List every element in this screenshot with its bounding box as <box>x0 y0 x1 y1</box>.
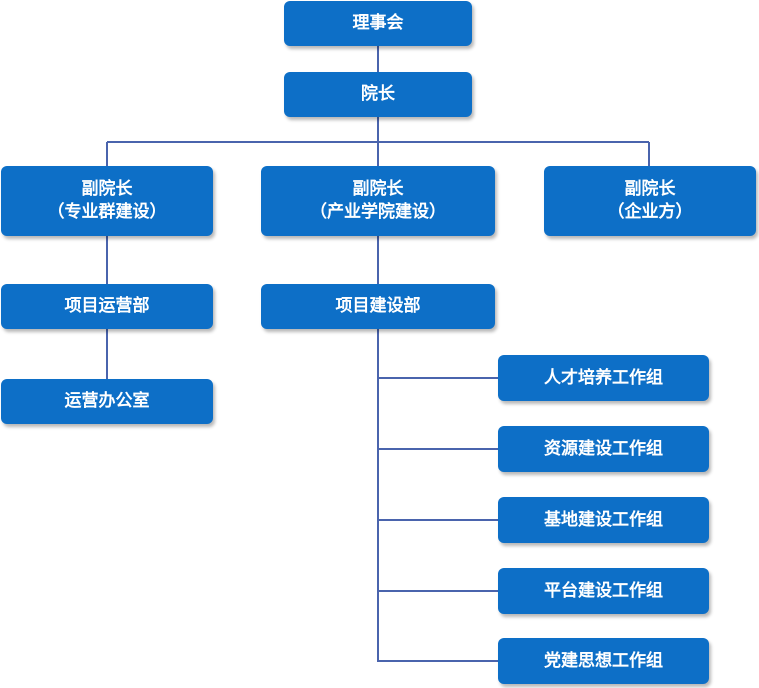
ops-office-node: 运营办公室 <box>1 379 213 424</box>
resource-group-node: 资源建设工作组 <box>498 426 709 472</box>
resource-group-label: 资源建设工作组 <box>544 438 663 459</box>
platform-group-label: 平台建设工作组 <box>544 580 663 601</box>
vp-major-node: 副院长 （专业群建设） <box>1 166 213 236</box>
vp-college-title: 副院长 <box>352 179 404 199</box>
platform-group-node: 平台建设工作组 <box>498 568 709 614</box>
party-group-node: 党建思想工作组 <box>498 638 709 684</box>
project-build-node: 项目建设部 <box>261 284 495 329</box>
vp-college-subtitle: （产业学院建设） <box>310 202 446 222</box>
board-node: 理事会 <box>284 1 472 46</box>
board-label: 理事会 <box>352 13 404 33</box>
vp-college-node: 副院长 （产业学院建设） <box>261 166 495 236</box>
vp-enterprise-subtitle: （企业方） <box>607 202 693 222</box>
base-group-node: 基地建设工作组 <box>498 497 709 543</box>
project-build-label: 项目建设部 <box>335 296 421 316</box>
party-group-label: 党建思想工作组 <box>544 650 663 671</box>
vp-enterprise-title: 副院长 <box>624 179 676 199</box>
project-ops-node: 项目运营部 <box>1 284 213 329</box>
vp-major-title: 副院长 <box>81 179 133 199</box>
project-ops-label: 项目运营部 <box>64 296 150 316</box>
president-node: 院长 <box>284 72 472 117</box>
vp-major-subtitle: （专业群建设） <box>47 202 167 222</box>
talent-group-label: 人才培养工作组 <box>544 367 663 388</box>
base-group-label: 基地建设工作组 <box>544 509 663 530</box>
talent-group-node: 人才培养工作组 <box>498 355 709 401</box>
vp-enterprise-node: 副院长 （企业方） <box>544 166 756 236</box>
president-label: 院长 <box>361 84 395 104</box>
ops-office-label: 运营办公室 <box>64 391 150 411</box>
